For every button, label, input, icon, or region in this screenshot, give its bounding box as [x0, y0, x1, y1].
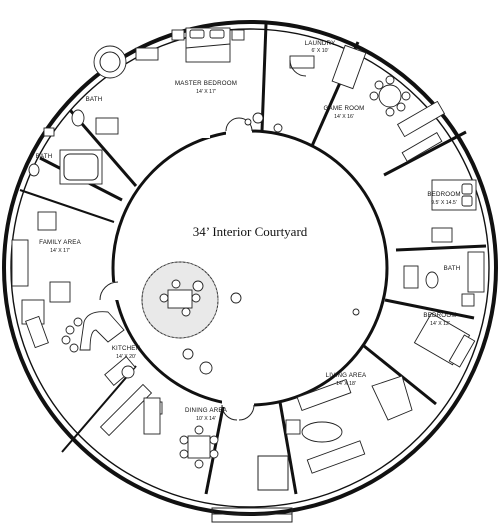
room-label-kitchen: KITCHEN 14' X 20' [112, 345, 141, 360]
svg-text:9.5' X 14.5': 9.5' X 14.5' [431, 200, 457, 206]
svg-text:GAME ROOM: GAME ROOM [324, 105, 365, 112]
svg-text:DINING AREA: DINING AREA [185, 407, 228, 414]
dining-area-furniture [143, 397, 219, 469]
room-label-bedroom-east: BEDROOM 9.5' X 14.5' [427, 191, 460, 206]
outer-wall [2, 20, 498, 516]
partition-walls [19, 23, 487, 495]
room-label-laundry: LAUNDRY 6' X 10' [305, 40, 336, 54]
svg-text:BATH: BATH [444, 265, 461, 272]
room-label-family-area: FAMILY AREA 14' X 17' [39, 239, 82, 254]
svg-text:MASTER BEDROOM: MASTER BEDROOM [175, 80, 237, 87]
svg-text:14' X 20': 14' X 20' [116, 354, 136, 360]
room-label-bath-nw: BATH [36, 153, 53, 160]
svg-text:FAMILY AREA: FAMILY AREA [39, 239, 82, 246]
svg-text:BATH: BATH [36, 153, 53, 160]
bedroom-se-furniture [413, 293, 476, 368]
family-area-furniture [11, 211, 71, 349]
svg-text:LAUNDRY: LAUNDRY [305, 40, 336, 47]
room-label-bath-east: BATH [444, 265, 461, 272]
outer-wall-inner-face [10, 28, 490, 508]
svg-text:14' X 16': 14' X 16' [334, 114, 354, 120]
room-label-master-bedroom: MASTER BEDROOM 14' X 17' [175, 80, 237, 95]
svg-text:BEDROOM: BEDROOM [423, 312, 456, 319]
room-label-bedroom-se: BEDROOM 14' X 12' [423, 312, 456, 327]
bath-nw-fixtures [28, 109, 119, 185]
living-area-furniture [285, 375, 413, 474]
courtyard-title: 34’ Interior Courtyard [193, 224, 308, 239]
svg-text:BEDROOM: BEDROOM [427, 191, 460, 198]
front-entry [211, 455, 293, 523]
room-label-living-area: LIVING AREA 14' X 18' [326, 372, 367, 387]
bedroom-east-furniture [403, 179, 485, 293]
svg-text:14' X 18': 14' X 18' [336, 381, 356, 387]
courtyard-patio [141, 112, 360, 375]
svg-text:14' X 12': 14' X 12' [430, 321, 450, 327]
master-bedroom-furniture [93, 27, 245, 79]
svg-text:BATH: BATH [86, 96, 103, 103]
svg-text:6' X 10': 6' X 10' [312, 48, 329, 54]
svg-text:KITCHEN: KITCHEN [112, 345, 141, 352]
svg-text:14' X 17': 14' X 17' [196, 89, 216, 95]
courtyard-wall [111, 129, 389, 407]
room-label-game-room: GAME ROOM 14' X 16' [324, 105, 365, 120]
room-label-bath-ne: BATH [86, 96, 103, 103]
laundry-game-room-furniture [289, 44, 446, 162]
svg-text:14' X 17': 14' X 17' [50, 248, 70, 254]
svg-text:LIVING AREA: LIVING AREA [326, 372, 367, 379]
room-label-dining-area: DINING AREA 10' X 14' [185, 407, 228, 422]
svg-text:10' X 14': 10' X 14' [196, 416, 216, 422]
